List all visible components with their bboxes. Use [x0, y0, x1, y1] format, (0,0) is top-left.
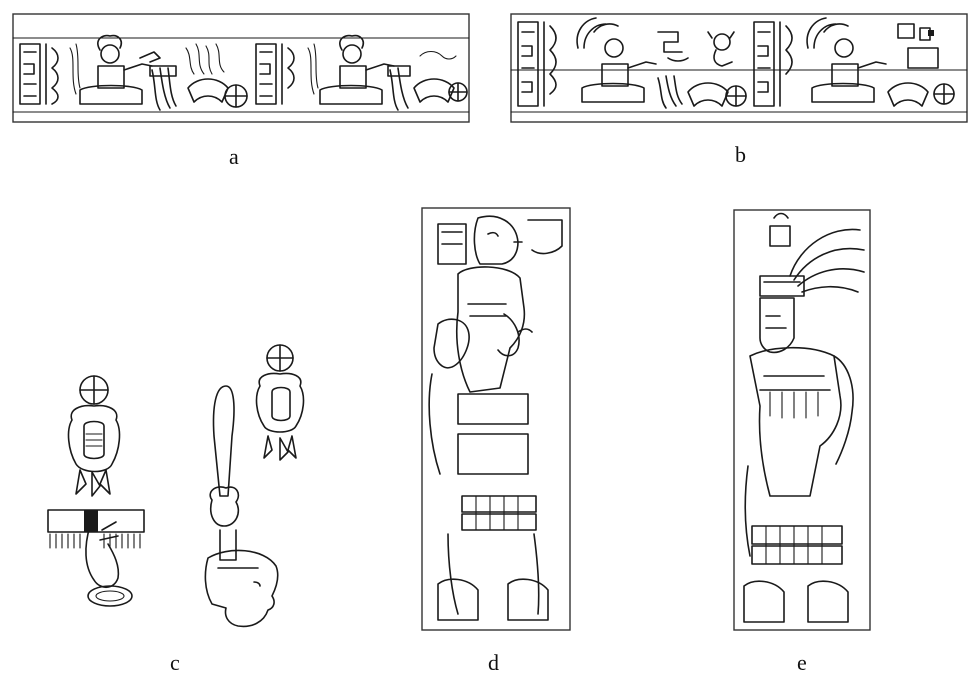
animal-figure — [707, 31, 735, 67]
panel-label-a: a — [229, 144, 239, 169]
feather-bundle — [657, 75, 683, 109]
seated-figure-headdress — [576, 17, 657, 103]
flame-scroll — [185, 43, 248, 108]
seated-figure — [69, 34, 161, 105]
panel-label-e: e — [797, 650, 807, 675]
panel-d-stela — [418, 204, 574, 634]
feather-bundle — [387, 65, 411, 111]
feather-headdress — [759, 212, 865, 297]
club-weapon — [212, 385, 235, 497]
mirror-disc-emblem — [255, 344, 305, 461]
head-profile — [759, 297, 795, 354]
hand-gripping-club — [209, 486, 240, 561]
panel-label-d: d — [488, 650, 499, 675]
hand-holding — [85, 521, 133, 607]
glyph-block — [897, 23, 939, 69]
feather-bundle — [149, 65, 177, 111]
warrior-body — [428, 266, 549, 621]
panel-label-c: c — [170, 650, 180, 675]
seated-figure — [307, 34, 395, 105]
panel-b-frieze — [508, 8, 970, 126]
mirror-disc-emblem — [67, 375, 121, 497]
flame-scroll — [887, 82, 955, 107]
textile-banner — [47, 509, 145, 549]
step-fret-glyph — [517, 21, 557, 107]
panel-a-frieze — [10, 8, 472, 126]
panel-c-emblems — [40, 330, 340, 630]
step-fret-glyph — [19, 43, 59, 105]
human-head-profile — [204, 549, 279, 628]
panel-label-b: b — [735, 142, 746, 167]
head-in-headdress — [437, 215, 563, 265]
step-fret-glyph — [255, 43, 295, 105]
glyph-scroll — [657, 31, 689, 62]
panel-e-stela — [730, 206, 872, 634]
seated-figure-headdress — [806, 17, 887, 103]
flame-scroll — [413, 50, 468, 103]
flame-scroll — [687, 82, 747, 107]
step-fret-glyph — [753, 21, 793, 107]
warrior-body — [743, 346, 854, 623]
